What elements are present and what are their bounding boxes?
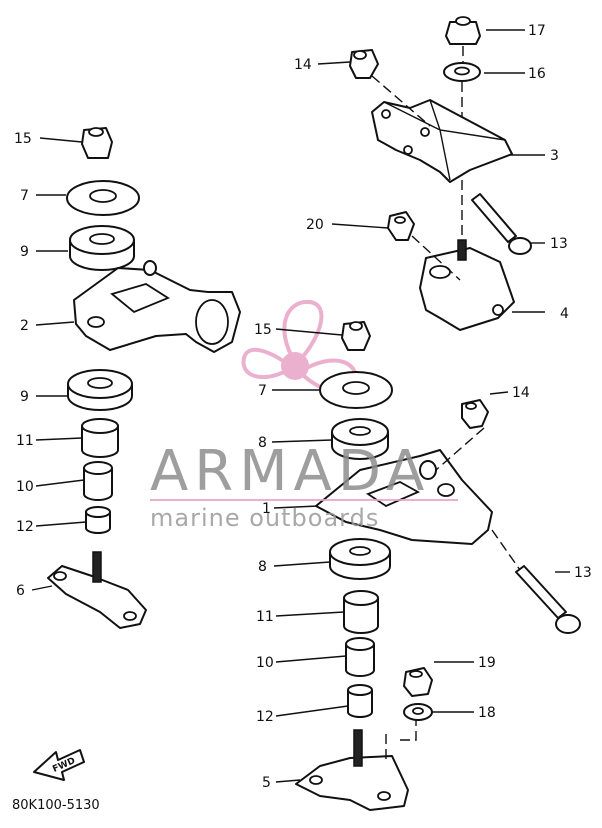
callout-18: 18 <box>478 705 496 721</box>
callout-10-right: 10 <box>256 655 274 671</box>
part-6-lower-mount <box>47 551 147 629</box>
callout-13-right: 13 <box>574 565 592 581</box>
callout-11-right: 11 <box>256 609 274 625</box>
callout-9-lower: 9 <box>20 389 29 405</box>
callout-15-right: 15 <box>254 322 272 338</box>
callout-5: 5 <box>262 775 271 791</box>
part-11-sleeve-right <box>343 590 379 634</box>
part-10-sleeve-right <box>345 637 375 677</box>
leader-lines <box>31 29 570 783</box>
part-5-lower-mount <box>295 729 409 811</box>
part-8-bushing-upper <box>331 418 389 460</box>
callout-7: 7 <box>20 188 29 204</box>
part-15-nut-left <box>81 127 113 159</box>
part-20-nut <box>387 211 415 241</box>
callout-6: 6 <box>16 583 25 599</box>
part-16-washer <box>443 62 481 82</box>
part-12-collar-left <box>85 506 111 534</box>
part-11-sleeve-left <box>81 418 119 458</box>
part-13-bolt-right <box>515 565 581 634</box>
part-18-washer <box>403 703 433 721</box>
fwd-arrow-icon: FWD <box>33 749 85 781</box>
part-8-bushing-lower <box>329 538 391 580</box>
callout-1: 1 <box>262 501 271 517</box>
callout-19: 19 <box>478 655 496 671</box>
part-9-bushing-top-left <box>69 225 135 271</box>
callout-2: 2 <box>20 318 29 334</box>
callout-16: 16 <box>528 66 546 82</box>
part-19-nut <box>403 667 433 697</box>
callout-15: 15 <box>14 131 32 147</box>
part-17-nut <box>445 16 481 45</box>
callout-14: 14 <box>294 57 312 73</box>
callout-10-left: 10 <box>16 479 34 495</box>
callout-9: 9 <box>20 244 29 260</box>
callout-labels: 17 16 14 3 15 7 9 20 13 2 4 15 7 9 14 8 … <box>14 23 592 791</box>
callout-11-left: 11 <box>16 433 34 449</box>
assembly-lines <box>371 46 521 760</box>
callout-12-right: 12 <box>256 709 274 725</box>
part-14-nut-top <box>349 49 379 79</box>
part-7-washer-left <box>66 180 140 216</box>
armada-propeller-logo <box>241 299 358 395</box>
watermark-brand: ARMADA <box>150 439 430 504</box>
callout-14-right: 14 <box>512 385 530 401</box>
callout-7-right: 7 <box>258 383 267 399</box>
part-4-mount <box>419 239 515 331</box>
part-13-bolt-top <box>471 193 532 255</box>
callout-20: 20 <box>306 217 324 233</box>
callout-8-lower: 8 <box>258 559 267 575</box>
watermark-tagline: marine outboards <box>150 504 379 532</box>
part-14-nut-right <box>461 399 489 429</box>
callout-17: 17 <box>528 23 546 39</box>
callout-8-upper: 8 <box>258 435 267 451</box>
callout-12-left: 12 <box>16 519 34 535</box>
part-12-collar-right <box>347 684 373 718</box>
part-7-washer-right <box>319 371 393 409</box>
part-15-nut-right <box>341 321 371 351</box>
callout-13: 13 <box>550 236 568 252</box>
callout-4: 4 <box>560 306 569 322</box>
part-2-bracket <box>73 260 241 353</box>
part-9-bushing-bottom-left <box>67 369 133 411</box>
part-10-sleeve-left <box>83 461 113 501</box>
callout-3: 3 <box>550 148 559 164</box>
diagram-code: 80K100-5130 <box>12 798 100 813</box>
part-3-bracket <box>371 99 513 183</box>
